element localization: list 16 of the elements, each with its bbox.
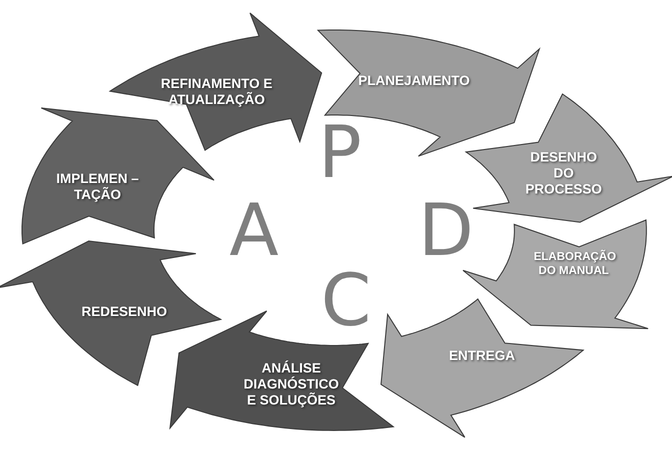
arrow-segment <box>380 299 584 438</box>
segment-label: DESENHO DO PROCESSO <box>524 149 603 198</box>
cycle-letter: D <box>418 194 474 266</box>
arrow-segment <box>0 240 221 386</box>
segment-label: REFINAMENTO E ATUALIZAÇÃO <box>160 75 274 108</box>
cycle-letter: P <box>318 116 362 188</box>
cycle-letter: C <box>320 264 372 336</box>
segment-label: ELABORAÇÃO DO MANUAL <box>534 252 614 280</box>
arrow-segment <box>110 12 322 150</box>
segment-label: REDESENHO <box>80 304 168 320</box>
segment-label: IMPLEMEN – TAÇÃO <box>55 170 140 203</box>
arrow-segment <box>22 108 214 244</box>
segment-label: ENTREGA <box>448 348 516 364</box>
cycle-letter: A <box>229 194 279 266</box>
segment-label: ANÁLISE DIAGNÓSTICO E SOLUÇÕES <box>242 360 340 410</box>
segment-label: PLANEJAMENTO <box>357 72 471 90</box>
